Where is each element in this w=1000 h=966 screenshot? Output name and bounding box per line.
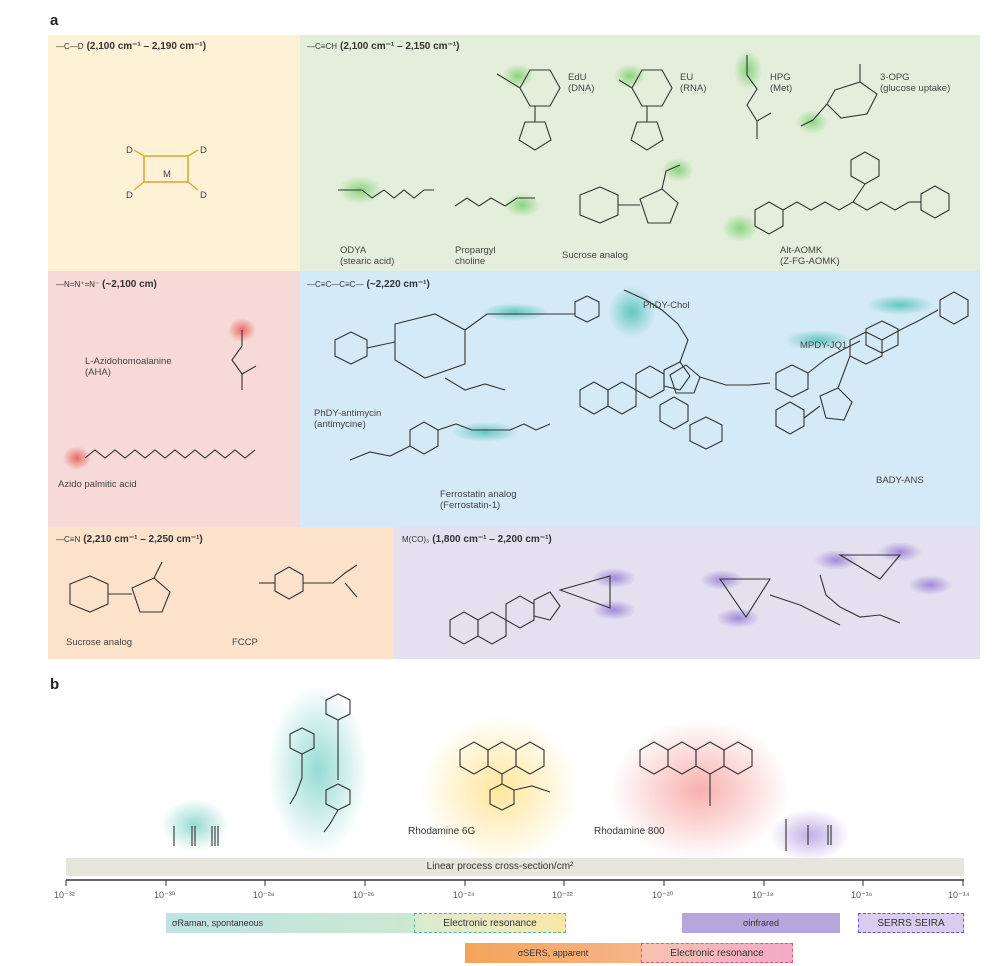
label-alt-aomk: Alt-AOMK(Z-FG-AOMK) [780, 245, 840, 267]
molecule-hpg [746, 55, 772, 139]
tick-label-6: 10⁻²⁰ [652, 890, 674, 900]
molecule-mpdy-jq1 [659, 320, 899, 450]
tick-label-8: 10⁻¹⁶ [851, 890, 873, 900]
header-nitrile: —C≡N(2,210 cm⁻¹ – 2,250 cm⁻¹) [56, 534, 203, 545]
tick-label-9: 10⁻¹⁴ [948, 890, 970, 900]
range-alkyne: (2,100 cm⁻¹ – 2,150 cm⁻¹) [340, 41, 460, 52]
bond-symbol-diyne: —C≡C—C≡C— [307, 280, 364, 289]
atom-d-4: D [200, 190, 207, 201]
diyne-glows [451, 286, 934, 442]
tick-label-5: 10⁻²² [552, 890, 573, 900]
range-metal: (1,800 cm⁻¹ – 2,200 cm⁻¹) [432, 534, 552, 545]
molecule-phdy-antimycin [334, 295, 600, 391]
label-odya: ODYA(stearic acid) [340, 245, 395, 267]
molecule-eu [618, 69, 673, 151]
molecule-sucrose-alkyne [579, 164, 681, 224]
axis-label: Linear process cross-section/cm² [426, 861, 574, 872]
header-deuterium: —C—D(2,100 cm⁻¹ – 2,190 cm⁻¹) [56, 41, 206, 52]
label-sucrose-nitrile: Sucrose analog [66, 637, 133, 648]
molecule-os-lipid [718, 554, 902, 626]
atom-d-2: D [200, 145, 207, 156]
tick-label-4: 10⁻²⁴ [453, 890, 475, 900]
tick-label-1: 10⁻³⁰ [154, 890, 176, 900]
molecule-odya [338, 189, 434, 199]
label-edu: EdU(DNA) [568, 72, 595, 94]
molecule-ferrostatin [349, 421, 551, 461]
small-bond-glyphs [173, 826, 219, 846]
bar-sers-apparent: σSERS, apparent [465, 943, 641, 963]
header-alkyne: —C≡CH(2,100 cm⁻¹ – 2,150 cm⁻¹) [307, 41, 460, 52]
label-azido-palmitic: Azido palmitic acid [58, 479, 137, 490]
range-diyne: (~2,220 cm⁻¹) [366, 279, 430, 290]
atom-d-3: D [126, 190, 133, 201]
molecule-estradiol-os [449, 575, 611, 645]
label-phdy-antimycin: PhDY-antimycin(antimycine) [314, 408, 382, 430]
bond-symbol-metal: M(CO)₃ [402, 535, 430, 544]
molecule-bady-ans [775, 291, 969, 435]
small-ir-glyphs [785, 819, 832, 851]
label-sucrose-alkyne: Sucrose analog [562, 250, 629, 261]
label-rhodamine-800: Rhodamine 800 [594, 826, 665, 837]
molecule-3opg [800, 64, 878, 127]
molecule-azido-palmitic [84, 449, 256, 459]
axis-label-bar [66, 858, 964, 876]
bond-symbol-nitrile: —C≡N [56, 535, 81, 544]
metal-glows [592, 542, 952, 628]
bar-infrared: σinfrared [682, 913, 840, 933]
deuterium-metal-structure [133, 149, 199, 191]
bar-serrs-seira: SERRS SEIRA [858, 913, 964, 933]
region-deuterium [48, 35, 300, 271]
bar-electronic-resonance-1: Electronic resonance [414, 913, 566, 933]
molecule-phenyl-alkyne [289, 693, 351, 833]
molecule-phdy-chol [579, 289, 691, 415]
label-phdy-chol: PhDY-Chol [643, 300, 690, 311]
molecule-rhodamine-800 [639, 741, 753, 806]
header-diyne: —C≡C—C≡C—(~2,220 cm⁻¹) [307, 279, 430, 290]
atom-d-1: D [126, 145, 133, 156]
molecule-rhodamine-6g [459, 741, 551, 811]
molecule-alt-aomk [754, 151, 950, 235]
tick-label-2: 10⁻²⁸ [253, 890, 275, 900]
range-nitrile: (2,210 cm⁻¹ – 2,250 cm⁻¹) [83, 534, 203, 545]
molecule-edu [496, 69, 561, 151]
label-aha: L-Azidohomoalanine(AHA) [85, 356, 172, 378]
region-nitrile [48, 527, 394, 659]
bar-raman-spontaneous: σRaman, spontaneous [166, 913, 414, 933]
atom-m: M [163, 169, 171, 180]
panel-b-letter: b [50, 676, 60, 693]
bond-symbol-azide: —N=N⁺=N⁻ [56, 280, 100, 289]
tick-label-3: 10⁻²⁶ [353, 890, 375, 900]
molecule-fccp [259, 564, 358, 600]
label-bady-ans: BADY-ANS [876, 475, 924, 486]
molecule-propargyl [454, 197, 535, 207]
range-azide: (~2,100 cm) [102, 279, 157, 290]
label-fccp: FCCP [232, 637, 258, 648]
region-azide [48, 271, 300, 527]
bond-symbol-alkyne: —C≡CH [307, 42, 337, 51]
label-eu: EU(RNA) [680, 72, 707, 94]
header-azide: —N=N⁺=N⁻(~2,100 cm) [56, 279, 157, 290]
bond-symbol-cd: —C—D [56, 42, 84, 51]
panel-a-letter: a [50, 12, 59, 29]
bar-electronic-resonance-2: Electronic resonance [641, 943, 793, 963]
label-rhodamine-6g: Rhodamine 6G [408, 826, 476, 837]
label-hpg: HPG(Met) [770, 72, 793, 94]
molecule-aha [231, 330, 257, 390]
tick-label-0: 10⁻³² [54, 890, 75, 900]
molecule-sucrose-nitrile [69, 561, 171, 613]
label-ferrostatin: Ferrostatin analog(Ferrostatin-1) [440, 489, 517, 511]
tick-label-7: 10⁻¹⁸ [752, 890, 774, 900]
label-3opg: 3-OPG(glucose uptake) [880, 72, 951, 94]
header-metal-carbonyl: M(CO)₃(1,800 cm⁻¹ – 2,200 cm⁻¹) [402, 534, 552, 545]
range-cd: (2,100 cm⁻¹ – 2,190 cm⁻¹) [86, 41, 207, 52]
label-mpdy-jq1: MPDY-JQ1 [800, 340, 848, 351]
